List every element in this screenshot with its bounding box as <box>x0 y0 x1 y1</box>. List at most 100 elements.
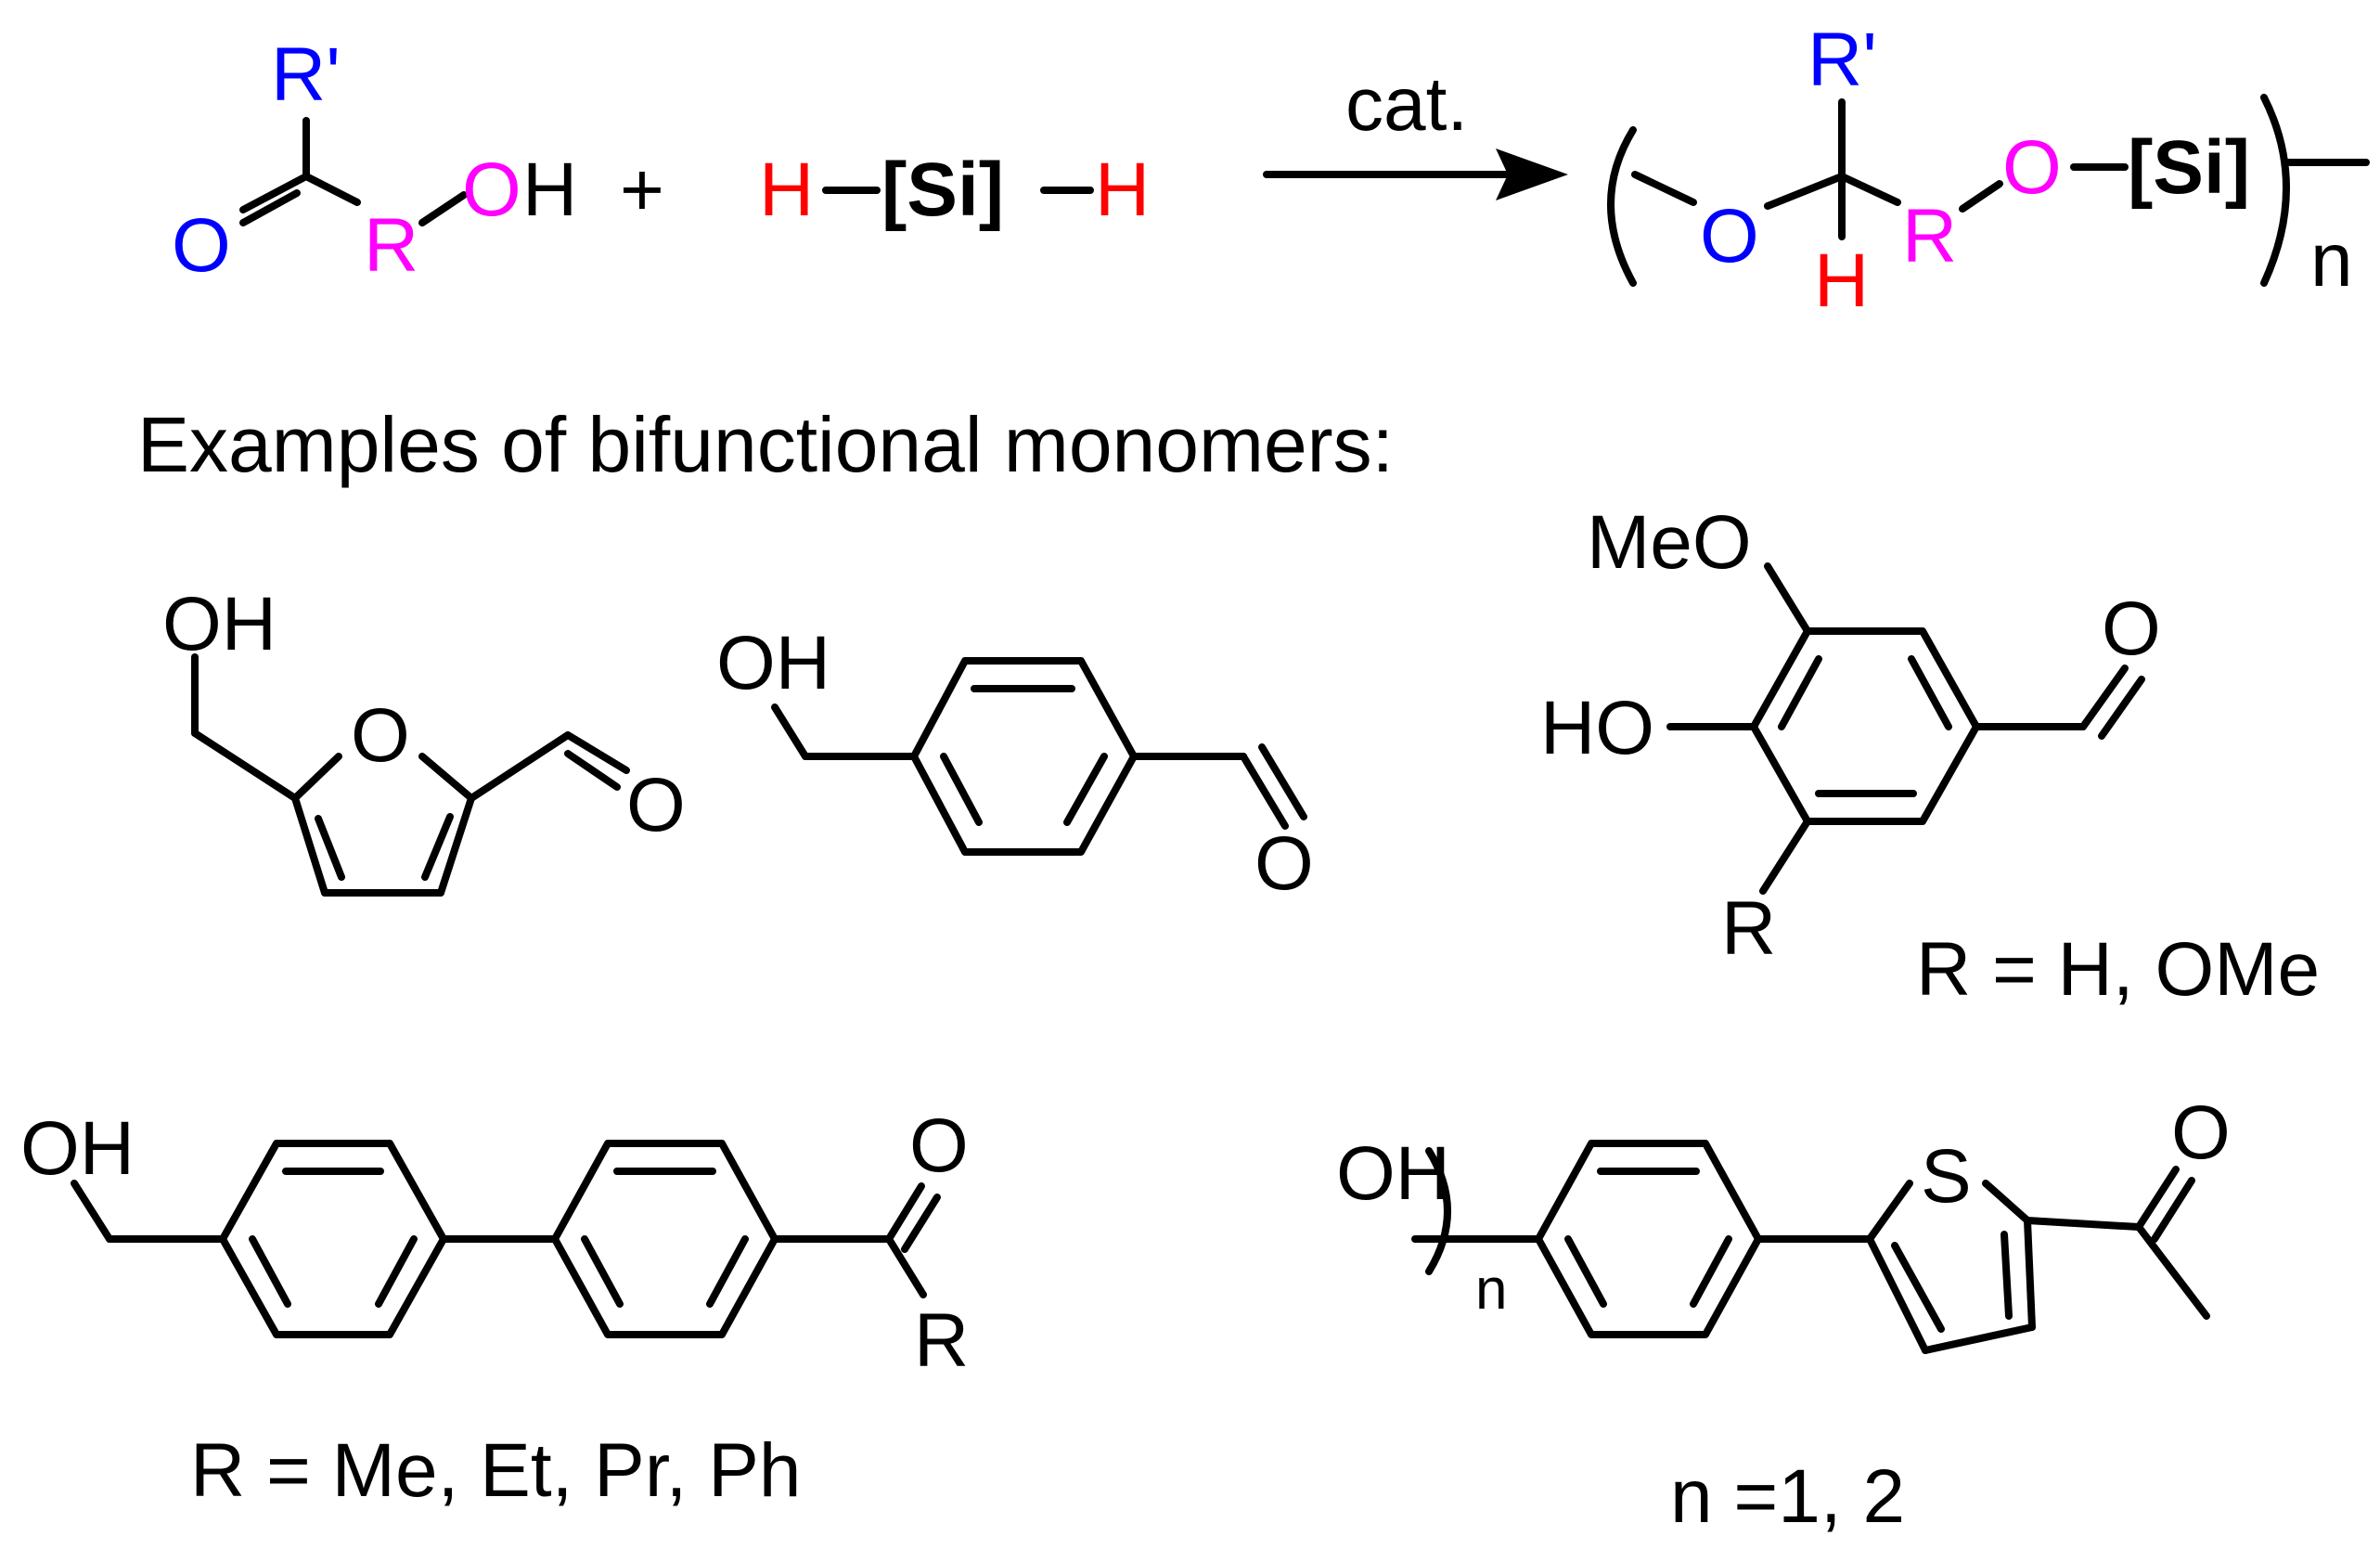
biphenyl-ketone-o-label: O <box>909 1104 969 1188</box>
bond <box>239 173 310 213</box>
left-bracket <box>1607 126 1637 287</box>
hydroxy-carbonyl-monomer: R' O R O H <box>172 32 577 288</box>
ring-bond <box>291 753 342 802</box>
product-h-label: H <box>1814 239 1869 323</box>
bond <box>2079 665 2129 730</box>
product-silicon-label: [Si] <box>2128 125 2250 210</box>
bond <box>2135 1223 2210 1320</box>
product-o1-label: O <box>1700 194 1759 278</box>
ring-double-bond <box>1891 1242 1945 1333</box>
biphenyl-caption: R = Me, Et, Pr, Ph <box>190 1428 802 1513</box>
product-linker-r-label: R <box>1902 194 1957 278</box>
hmf-oh-label: OH <box>162 582 277 666</box>
thiophene-s-label: S <box>1921 1134 1972 1219</box>
ring-bond <box>418 753 475 802</box>
bond <box>1258 743 1307 820</box>
hmb-oh-label: OH <box>716 621 830 705</box>
monomer-biphenyl-ketone: OH O R R = Me, Et, Pr, Ph <box>20 1104 969 1513</box>
ring-double-bond <box>581 1235 624 1308</box>
hydroxyl-hydrogen-label: H <box>522 148 577 232</box>
vanillin-r-label: R <box>1721 886 1776 971</box>
bond <box>1759 818 1811 895</box>
plus-sign: + <box>620 148 664 232</box>
ring-double-bond <box>706 1235 749 1308</box>
product-r-prime-label: R' <box>1808 18 1877 102</box>
bond <box>885 1182 925 1243</box>
bond <box>1764 562 1811 635</box>
bond <box>418 191 468 226</box>
ring-double-bond <box>375 1235 418 1308</box>
bond <box>1240 753 1289 830</box>
bond <box>1764 173 1846 210</box>
bond <box>1959 180 2003 213</box>
bond <box>191 729 299 802</box>
ring-bond <box>1982 1180 2031 1224</box>
ring-double-bond <box>1778 655 1822 730</box>
end-bond-left <box>1631 171 1697 206</box>
reaction-arrow: cat. <box>1263 62 1568 200</box>
right-bracket <box>2260 94 2290 287</box>
bond <box>2151 1177 2195 1243</box>
bond <box>468 731 572 802</box>
bond <box>564 731 630 774</box>
hmb-aldehyde-o-label: O <box>1254 821 1314 906</box>
ring-bond <box>1866 1180 1913 1243</box>
repeat-bracket <box>1425 1147 1451 1275</box>
bond <box>302 173 361 206</box>
ring-double-bond <box>1063 753 1108 826</box>
examples-heading: Examples of bifunctional monomers: <box>137 401 1394 488</box>
bond <box>885 1235 927 1298</box>
bond <box>771 704 809 760</box>
vanillin-meo-label: MeO <box>1587 500 1752 585</box>
hydrosilane: H [Si] H <box>759 148 1150 232</box>
bond <box>71 1180 113 1243</box>
vanillin-ho-label: HO <box>1540 686 1654 770</box>
ring-double-bond <box>2000 1231 2013 1320</box>
thiophene-ketone-o-label: O <box>2171 1091 2231 1175</box>
thiophene-oh-label: OH <box>1336 1131 1450 1216</box>
ring-bond <box>437 794 475 897</box>
monomer-thiophene-ketone: OH n S O n =1, 2 <box>1336 1091 2231 1539</box>
ring-double-bond <box>1564 1235 1607 1308</box>
ring-double-bond <box>940 753 983 826</box>
ring-double-bond <box>315 815 345 881</box>
repeat-n-label: n <box>2310 218 2353 303</box>
ring-bond <box>2024 1217 2036 1331</box>
hydroxyl-oxygen-label: O <box>462 148 521 232</box>
ring-double-bond <box>421 813 454 881</box>
ring-bond <box>291 794 328 897</box>
silicon-label: [Si] <box>881 148 1004 232</box>
bond <box>901 1194 941 1253</box>
bond <box>1838 173 1901 206</box>
bond <box>564 750 621 791</box>
ring-bond <box>1922 1323 2036 1354</box>
polysilylether-product: O R' H R O [Si] n <box>1607 18 2370 323</box>
arrow-head <box>1496 148 1568 200</box>
hmf-aldehyde-o-label: O <box>626 763 686 847</box>
ring-double-bond <box>1690 1235 1732 1308</box>
ring-double-bond <box>249 1235 291 1308</box>
biphenyl-r-label: R <box>914 1298 969 1383</box>
bond <box>2135 1166 2180 1231</box>
thiophene-caption: n =1, 2 <box>1670 1454 1905 1539</box>
linker-r-label: R <box>364 203 418 288</box>
monomer-hydroxymethylbenzaldehyde: OH O <box>716 621 1314 906</box>
hmf-ring-o-label: O <box>351 693 410 778</box>
thiophene-n-label: n <box>1475 1258 1507 1322</box>
biphenyl-oh-label: OH <box>20 1106 135 1191</box>
silane-h-right: H <box>1095 148 1150 232</box>
product-o2-label: O <box>2002 125 2062 210</box>
monomer-hmf: OH O O <box>162 582 686 897</box>
bond <box>2098 676 2145 740</box>
carbonyl-oxygen-label: O <box>172 203 231 288</box>
monomer-vanillin: MeO HO O R R = H, OMe <box>1540 500 2320 1012</box>
bond <box>239 189 301 226</box>
silane-h-left: H <box>759 148 814 232</box>
catalyst-label: cat. <box>1345 62 1468 147</box>
r-prime-label: R' <box>271 32 341 117</box>
bond <box>2024 1217 2142 1231</box>
vanillin-aldehyde-o-label: O <box>2102 587 2161 671</box>
ring-bond <box>1866 1235 1929 1354</box>
vanillin-caption: R = H, OMe <box>1916 927 2320 1012</box>
